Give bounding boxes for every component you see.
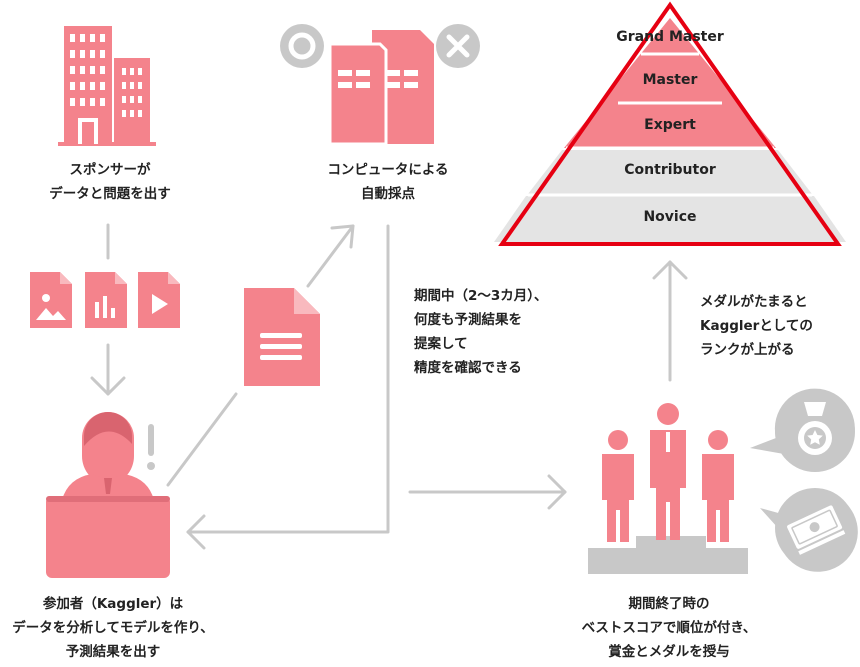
tier-contributor: Contributor [624,162,716,178]
period-note-line4: 精度を確認できる [414,360,522,376]
money-speech-bubble [760,488,858,572]
tier-novice: Novice [643,209,697,225]
scoring-label-line2: 自動採点 [361,186,415,202]
podium-icon [588,403,748,574]
participant-label-line1: 参加者（Kaggler）は [42,596,184,612]
sponsor-label: スポンサーが データと問題を出す [20,158,200,206]
award-label-line3: 賞金とメダルを授与 [608,644,730,660]
tier-master: Master [642,72,698,88]
medal-speech-bubble [750,388,855,472]
participant-label-line2: データを分析してモデルを作り、 [12,620,214,636]
video-file-icon [138,272,180,328]
circle-mark-icon [280,24,324,68]
participant-label: 参加者（Kaggler）は データを分析してモデルを作り、 予測結果を出す [0,592,226,664]
tier-grand-master: Grand Master [616,29,724,45]
rank-pyramid [494,1,846,246]
award-label-line1: 期間終了時の [628,596,710,612]
scoring-label: コンピュータによる 自動採点 [302,158,474,206]
participant-label-line3: 予測結果を出す [65,644,161,660]
sponsor-label-line1: スポンサーが [69,162,151,178]
period-note-line1: 期間中（2〜3カ月）、 [414,288,548,304]
award-label-line2: ベストスコアで順位が付き、 [581,620,757,636]
medal-icon [798,402,832,455]
person-laptop-icon [46,412,170,578]
arrow-doc-computer [306,224,355,288]
sponsor-label-line2: データと問題を出す [49,186,171,202]
arrow-feedback-loop [186,224,390,534]
ranking-note-line3: ランクが上がる [700,342,795,358]
flow-arrows [90,223,688,550]
chart-file-icon [85,272,127,328]
data-files-icons [30,272,180,328]
arrow-doc-computer-head [330,224,355,249]
building-icon [58,26,156,146]
period-note: 期間中（2〜3カ月）、 何度も予測結果を 提案して 精度を確認できる [414,284,584,380]
ranking-note-line1: メダルがたまると [700,294,808,310]
computer-icon [328,30,434,146]
arrow-award-pyramid-head [652,260,688,280]
winners-figures [602,403,734,542]
banknotes-icon [787,505,846,555]
arrow-feedback-head [186,514,206,550]
scoring-label-line1: コンピュータによる [327,162,449,178]
arrow-files-participant-head [90,376,126,396]
tier-expert: Expert [644,117,696,133]
cross-mark-icon [436,24,480,68]
arrow-participant-doc [166,392,238,487]
ranking-note-line2: Kagglerとしての [700,318,813,334]
ranking-note: メダルがたまると Kagglerとしての ランクが上がる [700,290,850,362]
period-note-line3: 提案して [414,336,468,352]
submission-document-icon [244,288,320,386]
arrow-to-award-head [547,474,567,510]
exclamation-icon [147,424,155,470]
period-note-line2: 何度も予測結果を [414,312,522,328]
image-file-icon [30,272,72,328]
award-label: 期間終了時の ベストスコアで順位が付き、 賞金とメダルを授与 [568,592,770,664]
